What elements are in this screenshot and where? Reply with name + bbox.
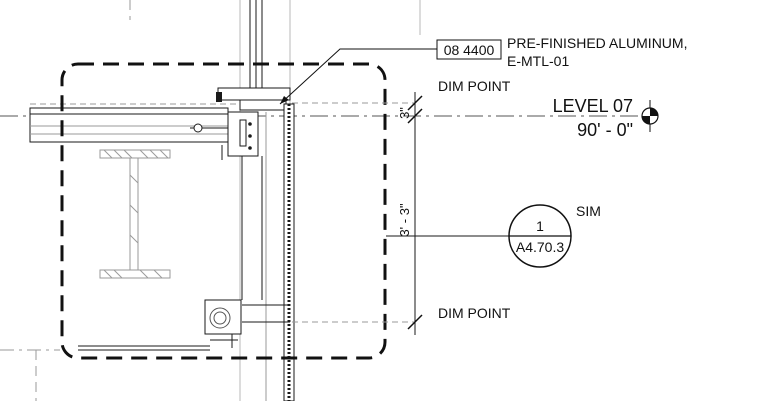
level-name: LEVEL 07 xyxy=(553,96,633,116)
keynote-leader xyxy=(279,48,437,105)
level-elevation: 90' - 0" xyxy=(577,120,633,140)
section-callout-bubble xyxy=(508,204,572,268)
metal-trim xyxy=(216,0,291,111)
dim-point-upper-label: DIM POINT xyxy=(438,78,511,94)
section-number: 1 xyxy=(536,218,544,234)
keynote-line-2: E-MTL-01 xyxy=(507,53,569,69)
wall-assembly xyxy=(241,103,295,401)
dimension-large: 3' - 3" xyxy=(397,203,412,236)
level-target-icon xyxy=(641,100,659,132)
dimension-line xyxy=(407,92,423,335)
dimension-small: 3" xyxy=(397,107,412,119)
edge-angle xyxy=(190,111,259,160)
keynote-tag: 08 4400 xyxy=(444,42,495,58)
steel-beam xyxy=(99,149,171,279)
keynote-tag-box xyxy=(436,39,502,60)
section-sheet: A4.70.3 xyxy=(516,239,564,255)
section-sim-note: SIM xyxy=(576,203,601,219)
keynote-arrow xyxy=(280,96,289,104)
keynote-line-1: PRE-FINISHED ALUMINUM, xyxy=(507,35,687,51)
dim-point-lower-label: DIM POINT xyxy=(438,305,511,321)
soffit-assembly xyxy=(78,299,242,351)
